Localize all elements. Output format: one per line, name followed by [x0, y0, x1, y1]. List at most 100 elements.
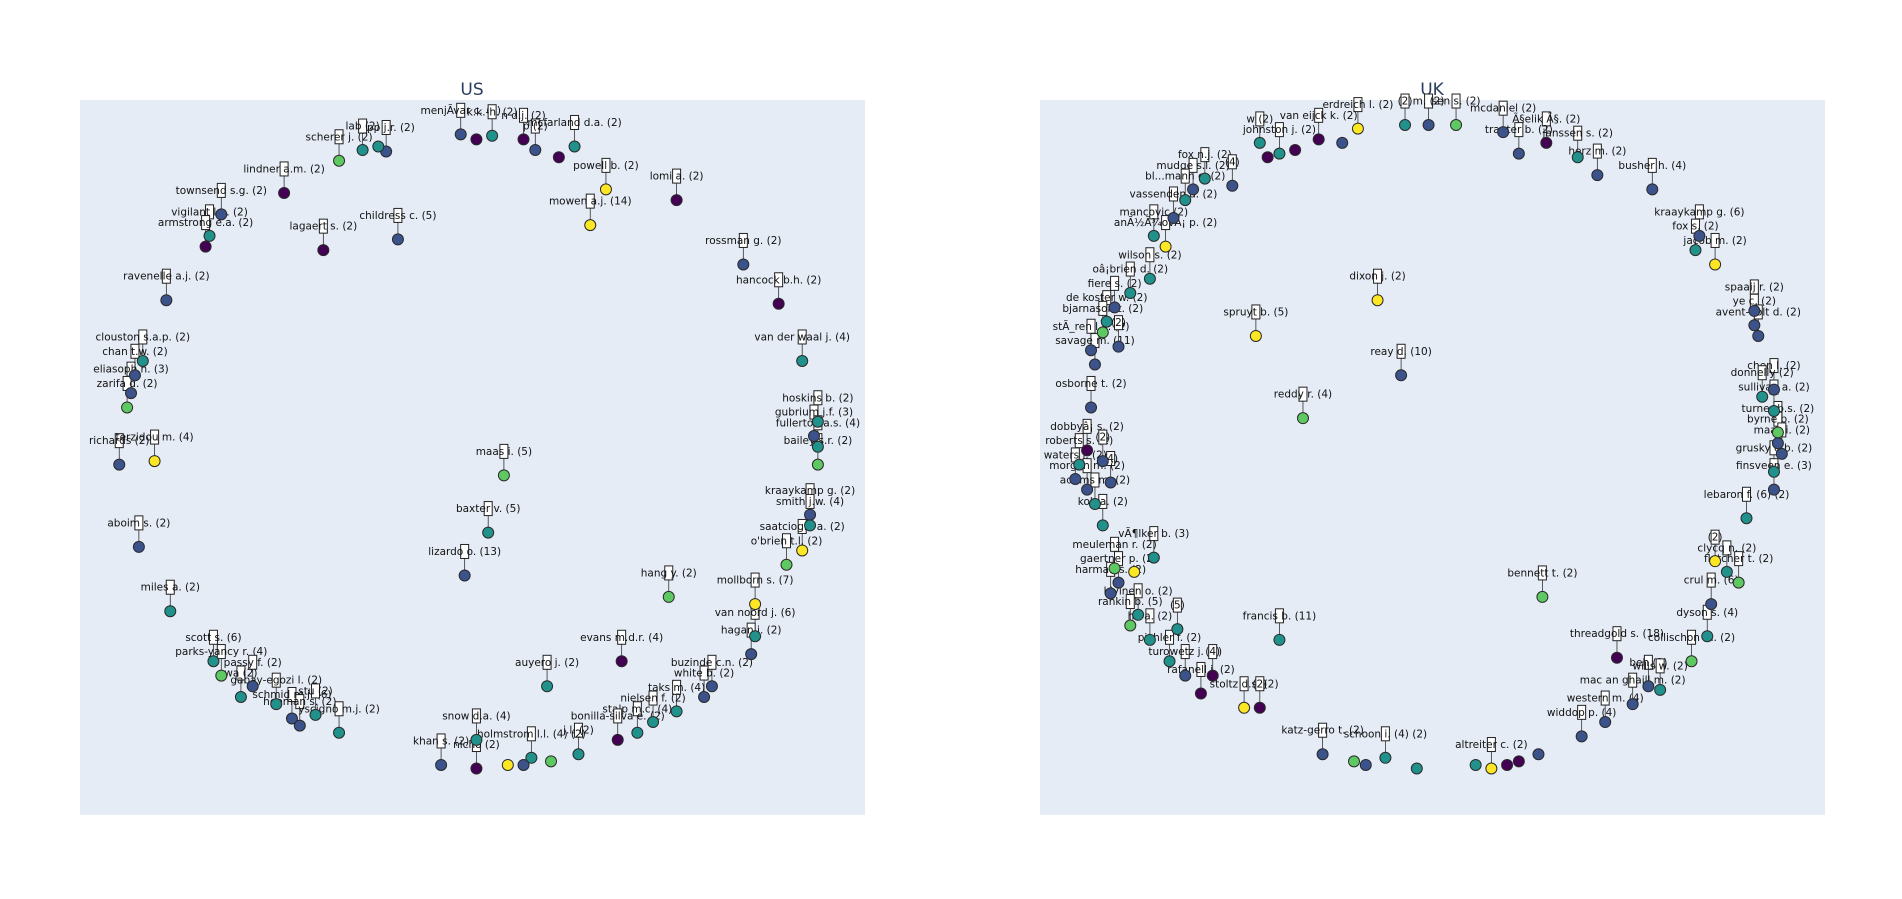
- node-point[interactable]: [804, 519, 817, 532]
- node-point[interactable]: [293, 719, 306, 732]
- node-point[interactable]: [1143, 272, 1156, 285]
- node-point[interactable]: [1709, 258, 1722, 271]
- node-point[interactable]: [1720, 565, 1733, 578]
- node-point[interactable]: [1501, 758, 1514, 771]
- node-point[interactable]: [631, 726, 644, 739]
- node-point[interactable]: [1512, 147, 1525, 160]
- node-point[interactable]: [1610, 651, 1623, 664]
- node-point[interactable]: [611, 733, 624, 746]
- node-point[interactable]: [246, 680, 259, 693]
- node-point[interactable]: [796, 354, 809, 367]
- node-point[interactable]: [160, 294, 173, 307]
- node-point[interactable]: [1689, 244, 1702, 257]
- node-point[interactable]: [1238, 701, 1251, 714]
- node-point[interactable]: [356, 144, 369, 157]
- node-point[interactable]: [745, 648, 758, 661]
- node-point[interactable]: [780, 558, 793, 571]
- node-point[interactable]: [1112, 576, 1125, 589]
- node-point[interactable]: [1771, 426, 1784, 439]
- node-point[interactable]: [1249, 329, 1262, 342]
- node-point[interactable]: [1085, 344, 1098, 357]
- node-point[interactable]: [1591, 169, 1604, 182]
- node-point[interactable]: [1159, 240, 1172, 253]
- node-point[interactable]: [1187, 183, 1200, 196]
- node-point[interactable]: [796, 544, 809, 557]
- node-point[interactable]: [317, 244, 330, 257]
- node-point[interactable]: [199, 240, 212, 253]
- node-point[interactable]: [1179, 669, 1192, 682]
- node-point[interactable]: [670, 194, 683, 207]
- node-point[interactable]: [811, 415, 824, 428]
- node-point[interactable]: [1167, 211, 1180, 224]
- node-point[interactable]: [164, 605, 177, 618]
- node-point[interactable]: [1775, 447, 1788, 460]
- node-point[interactable]: [615, 655, 628, 668]
- node-point[interactable]: [1261, 151, 1274, 164]
- node-point[interactable]: [517, 133, 530, 146]
- node-point[interactable]: [1379, 751, 1392, 764]
- node-point[interactable]: [1469, 758, 1482, 771]
- node-point[interactable]: [1096, 326, 1109, 339]
- node-point[interactable]: [391, 233, 404, 246]
- node-point[interactable]: [1642, 680, 1655, 693]
- node-point[interactable]: [1085, 401, 1098, 414]
- node-point[interactable]: [454, 128, 467, 141]
- node-point[interactable]: [215, 208, 228, 221]
- node-point[interactable]: [1701, 630, 1714, 643]
- node-point[interactable]: [1069, 472, 1082, 485]
- node-point[interactable]: [1206, 669, 1219, 682]
- node-point[interactable]: [1395, 369, 1408, 382]
- node-point[interactable]: [470, 133, 483, 146]
- node-point[interactable]: [1740, 512, 1753, 525]
- node-point[interactable]: [599, 183, 612, 196]
- node-point[interactable]: [121, 401, 134, 414]
- node-point[interactable]: [1767, 483, 1780, 496]
- node-point[interactable]: [486, 129, 499, 142]
- node-point[interactable]: [662, 590, 675, 603]
- node-point[interactable]: [1767, 405, 1780, 418]
- node-point[interactable]: [1194, 687, 1207, 700]
- node-point[interactable]: [1371, 294, 1384, 307]
- node-point[interactable]: [811, 458, 824, 471]
- node-point[interactable]: [1348, 755, 1360, 768]
- node-point[interactable]: [568, 140, 581, 153]
- node-point[interactable]: [1767, 465, 1780, 478]
- node-point[interactable]: [804, 508, 817, 521]
- node-point[interactable]: [435, 758, 448, 771]
- node-point[interactable]: [128, 369, 141, 382]
- node-point[interactable]: [1485, 762, 1498, 775]
- node-point[interactable]: [1289, 144, 1302, 157]
- node-point[interactable]: [1104, 476, 1117, 489]
- node-point[interactable]: [1296, 412, 1309, 425]
- node-point[interactable]: [1198, 172, 1211, 185]
- node-point[interactable]: [1359, 758, 1372, 771]
- node-point[interactable]: [749, 630, 762, 643]
- node-point[interactable]: [772, 297, 785, 310]
- node-point[interactable]: [309, 708, 322, 721]
- node-point[interactable]: [1104, 587, 1117, 600]
- node-point[interactable]: [517, 758, 530, 771]
- node-point[interactable]: [1100, 315, 1113, 328]
- node-point[interactable]: [1336, 136, 1349, 149]
- node-point[interactable]: [285, 712, 298, 725]
- node-point[interactable]: [1179, 194, 1192, 207]
- node-point[interactable]: [1112, 340, 1125, 353]
- node-point[interactable]: [1399, 119, 1412, 132]
- node-point[interactable]: [1253, 136, 1266, 149]
- node-point[interactable]: [1096, 519, 1109, 532]
- node-point[interactable]: [1422, 119, 1435, 132]
- node-point[interactable]: [270, 698, 283, 711]
- node-point[interactable]: [1088, 358, 1101, 371]
- node-point[interactable]: [1088, 497, 1101, 510]
- node-point[interactable]: [1748, 304, 1761, 317]
- node-point[interactable]: [541, 680, 554, 693]
- node-point[interactable]: [1732, 576, 1745, 589]
- node-point[interactable]: [1450, 119, 1463, 132]
- node-point[interactable]: [333, 726, 346, 739]
- node-point[interactable]: [1599, 716, 1612, 729]
- node-point[interactable]: [372, 140, 385, 153]
- node-point[interactable]: [1124, 287, 1137, 300]
- node-point[interactable]: [1253, 701, 1266, 714]
- node-point[interactable]: [1512, 755, 1525, 768]
- node-point[interactable]: [207, 655, 220, 668]
